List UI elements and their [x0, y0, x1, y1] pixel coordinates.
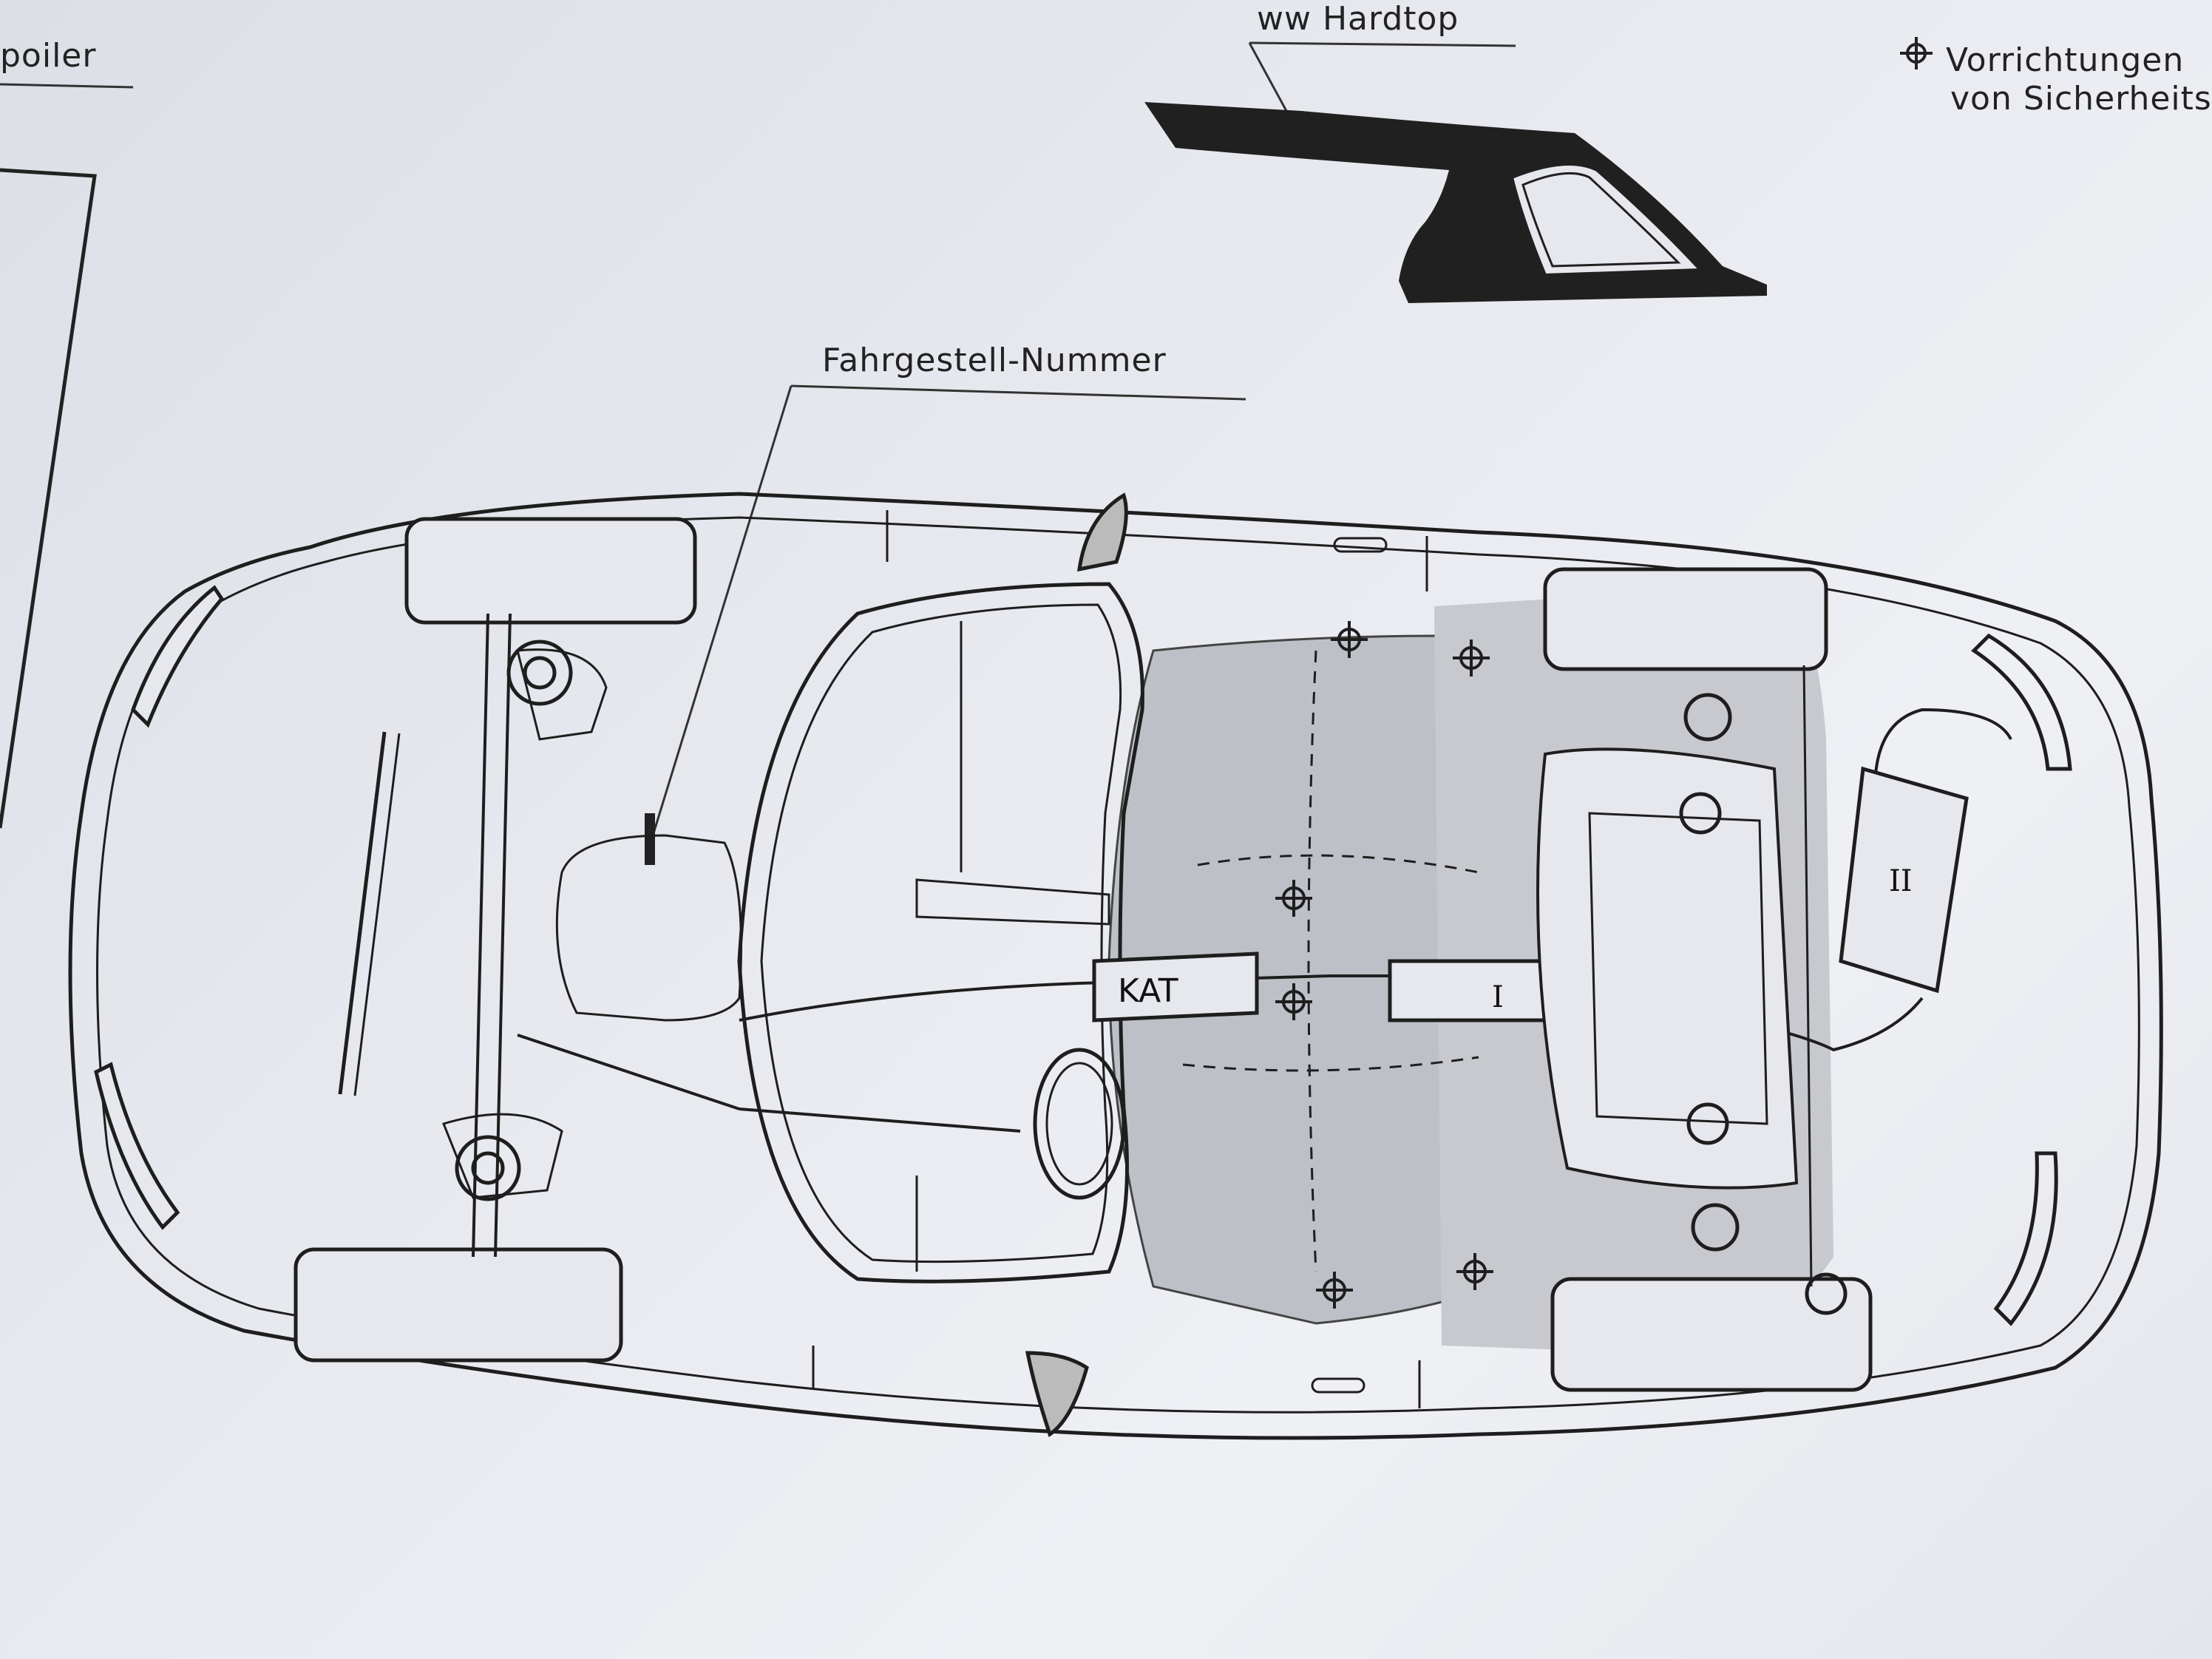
- steering-wheel: [1033, 1048, 1126, 1200]
- chassis-label-underline: [790, 384, 1246, 401]
- front-light-right: [94, 1062, 180, 1230]
- wheel-front-left: [404, 517, 697, 625]
- crosshair-circle-icon: [1900, 37, 1933, 69]
- front-stabilizer-bar: [338, 731, 387, 1095]
- hardtop-illustration: [1144, 102, 1767, 303]
- hardtop-label: ww Hardtop: [1257, 0, 1459, 38]
- front-strut-top-right: [455, 1135, 521, 1201]
- car-top-view: [68, 492, 2163, 1440]
- crosshair-circle-icon: [1316, 1272, 1353, 1309]
- spoiler-label: poiler: [0, 37, 97, 75]
- windscreen-frame-inner: [760, 603, 1122, 1263]
- wheel-rear-left: [1543, 567, 1828, 671]
- muffler-2-label: II: [1889, 864, 1913, 898]
- muffler-1-box: [1388, 959, 1562, 1022]
- car-body-outline: [68, 492, 2163, 1440]
- chassis-leader-line: [649, 385, 793, 844]
- hardtop-leader-line: [1248, 42, 1288, 112]
- rear-differential: [1536, 747, 1799, 1190]
- mirror-right: [1025, 1351, 1089, 1437]
- crosshair-circle-icon: [1453, 639, 1490, 676]
- crosshair-circle-icon: [1331, 621, 1368, 658]
- front-light-left: [131, 585, 225, 728]
- crosshair-circle-icon: [1456, 1253, 1493, 1290]
- kat-label: KAT: [1118, 972, 1178, 1010]
- mirror-left: [1077, 492, 1128, 572]
- rear-light-right: [1993, 1151, 2058, 1326]
- engine-block: [555, 834, 742, 1022]
- muffler-2-box: [1839, 766, 1969, 994]
- safety-devices-label-line2: von Sicherheits: [1950, 80, 2212, 118]
- wheel-rear-right: [1550, 1277, 1873, 1392]
- chassis-number-label: Fahrgestell-Nummer: [822, 342, 1167, 379]
- left-frame-border: [0, 168, 97, 829]
- wheel-front-right: [294, 1247, 623, 1363]
- spoiler-leader-line: [0, 83, 134, 89]
- chassis-number-marker: [645, 813, 655, 865]
- catalytic-converter-box: [1092, 951, 1259, 1022]
- crosshair-circle-icon: [1275, 983, 1312, 1020]
- safety-devices-label-line1: Vorrichtungen: [1946, 41, 2185, 79]
- door-handle-left: [1333, 537, 1388, 553]
- hardtop-label-underline: [1249, 41, 1516, 47]
- windscreen-frame: [737, 582, 1144, 1283]
- door-handle-right: [1311, 1377, 1365, 1394]
- front-strut-top-left: [506, 639, 573, 706]
- muffler-1-label: I: [1492, 980, 1504, 1014]
- crosshair-circle-icon: [1275, 880, 1312, 917]
- rear-light-left: [1971, 633, 2072, 771]
